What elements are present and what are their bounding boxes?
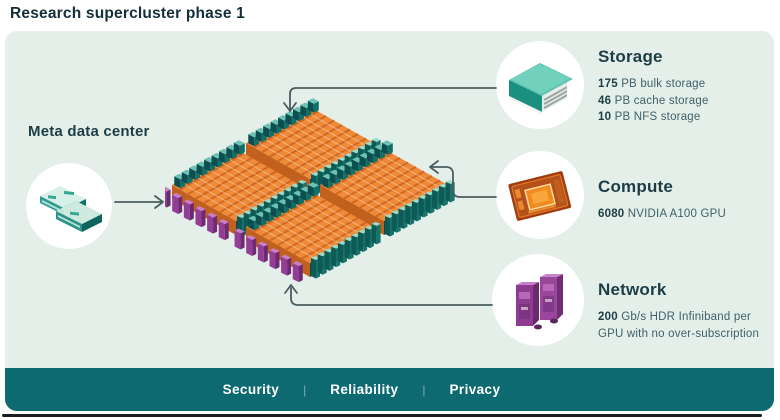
stat-value: 200 — [598, 311, 618, 323]
stat-value: 6080 — [598, 208, 625, 220]
meta-datacenter-icon — [40, 186, 102, 232]
meta-datacenter-label: Meta data center — [28, 123, 150, 140]
gpu-chip-icon — [508, 171, 572, 221]
network-section: Network 200 Gb/s HDR Infiniband per GPU … — [598, 280, 778, 342]
footer-item-privacy: Privacy — [449, 382, 501, 397]
meta-to-cluster-arrow — [114, 195, 164, 209]
stat-text: GPU with no over-subscription — [598, 327, 760, 340]
stat-text: Gb/s HDR Infiniband per — [617, 311, 752, 323]
network-stat-bandwidth-2: GPU with no over-subscription — [598, 326, 778, 343]
footer-item-security: Security — [222, 382, 280, 397]
stat-text: NVIDIA A100 GPU — [624, 208, 727, 220]
compute-heading: Compute — [598, 177, 674, 196]
meta-datacenter-circle — [26, 163, 112, 249]
storage-stat-cache: 46 PB cache storage — [598, 93, 778, 110]
stat-value: 46 — [598, 94, 612, 107]
storage-server-icon — [509, 63, 573, 115]
cluster-to-storage-connector — [283, 87, 497, 112]
network-stat-bandwidth: 200 Gb/s HDR Infiniband per — [598, 309, 778, 326]
storage-stat-bulk: 175 PB bulk storage — [598, 76, 778, 93]
stat-value: 10 — [598, 111, 612, 123]
stat-text: PB bulk storage — [617, 78, 706, 90]
storage-section: Storage 175 PB bulk storage 46 PB cache … — [598, 47, 778, 126]
footer-band: Security | Reliability | Privacy — [5, 368, 774, 411]
window-bottom-edge — [2, 414, 762, 417]
network-towers-icon — [516, 274, 563, 330]
stat-text: PB NFS storage — [611, 111, 701, 123]
stat-value: 175 — [598, 78, 618, 90]
stat-text: PB cache storage — [611, 94, 709, 107]
cluster-to-network-connector — [284, 284, 493, 306]
storage-circle — [496, 41, 584, 129]
compute-stat-gpus: 6080 NVIDIA A100 GPU — [598, 206, 778, 223]
compute-circle — [496, 151, 584, 239]
footer-item-reliability: Reliability — [330, 382, 399, 397]
footer-separator: | — [422, 382, 426, 397]
page-title: Research supercluster phase 1 — [10, 5, 245, 22]
cluster-to-compute-connector — [429, 160, 497, 198]
supercluster-illustration — [165, 98, 455, 283]
storage-stat-nfs: 10 PB NFS storage — [598, 109, 778, 126]
footer-separator: | — [303, 382, 307, 397]
network-heading: Network — [598, 280, 667, 299]
footer-items: Security | Reliability | Privacy — [223, 382, 501, 397]
storage-heading: Storage — [598, 47, 663, 66]
compute-section: Compute 6080 NVIDIA A100 GPU — [598, 177, 778, 223]
network-circle — [492, 254, 584, 346]
diagram-panel: Meta data center — [5, 31, 774, 411]
